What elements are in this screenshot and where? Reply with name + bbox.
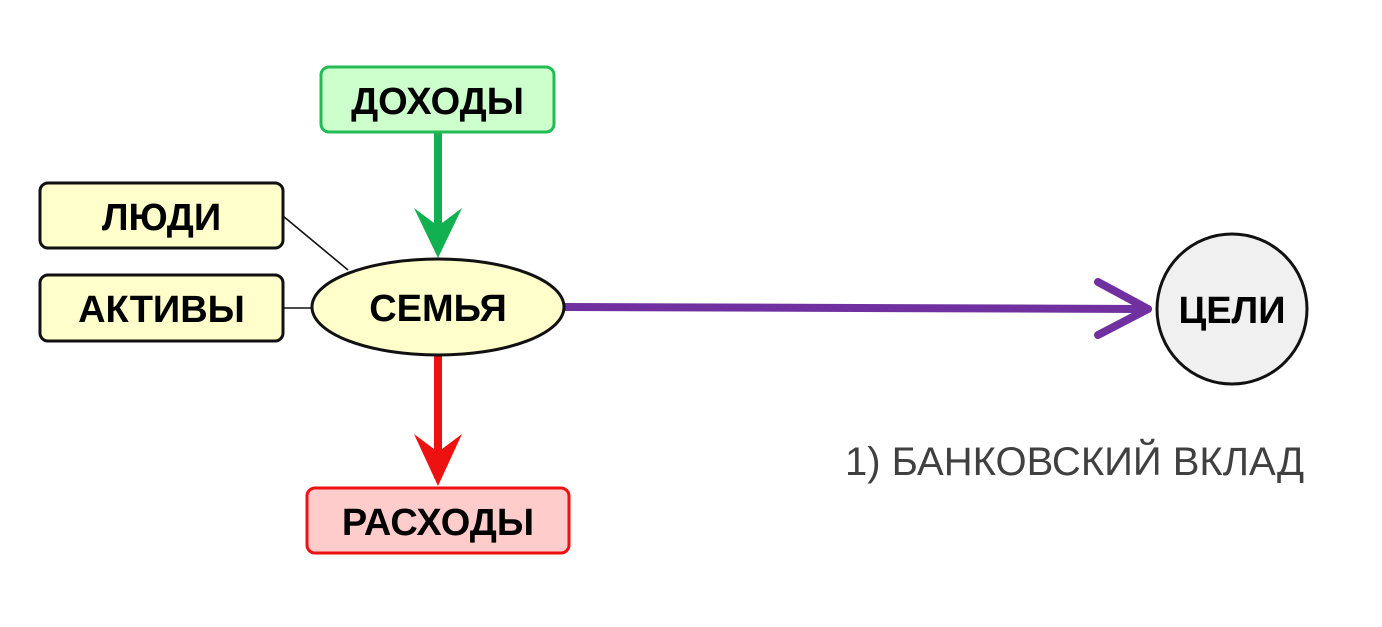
expenses-node: РАСХОДЫ [305,486,571,555]
people-node: ЛЮДИ [38,181,285,250]
assets-node-label: АКТИВЫ [78,289,245,331]
assets-node: АКТИВЫ [38,273,285,343]
income-arrow-head [414,208,462,258]
expenses-arrow-head [414,434,462,486]
expenses-arrow [414,356,462,486]
goals-node-circle [1155,232,1309,386]
income-node: ДОХОДЫ [319,65,556,134]
people-node-label: ЛЮДИ [102,197,221,239]
family-node-ellipse [310,257,566,357]
goals-arrow-shaft [561,303,1152,313]
income-arrow [414,132,462,258]
income-node-box [319,65,556,134]
goals-node: ЦЕЛИ [1155,232,1309,386]
family-node: СЕМЬЯ [310,257,566,357]
expenses-node-label: РАСХОДЫ [342,502,534,544]
goals-arrow-head [1094,278,1152,339]
income-node-label: ДОХОДЫ [351,81,524,123]
family-node-label: СЕМЬЯ [369,288,507,330]
goals-node-label: ЦЕЛИ [1178,290,1285,332]
people-node-box [38,181,285,250]
people-connector [282,215,349,271]
expenses-node-box [305,486,571,555]
goals-arrow [561,278,1152,339]
note-text: 1) БАНКОВСКИЙ ВКЛАД [845,438,1304,484]
assets-node-box [38,273,285,343]
